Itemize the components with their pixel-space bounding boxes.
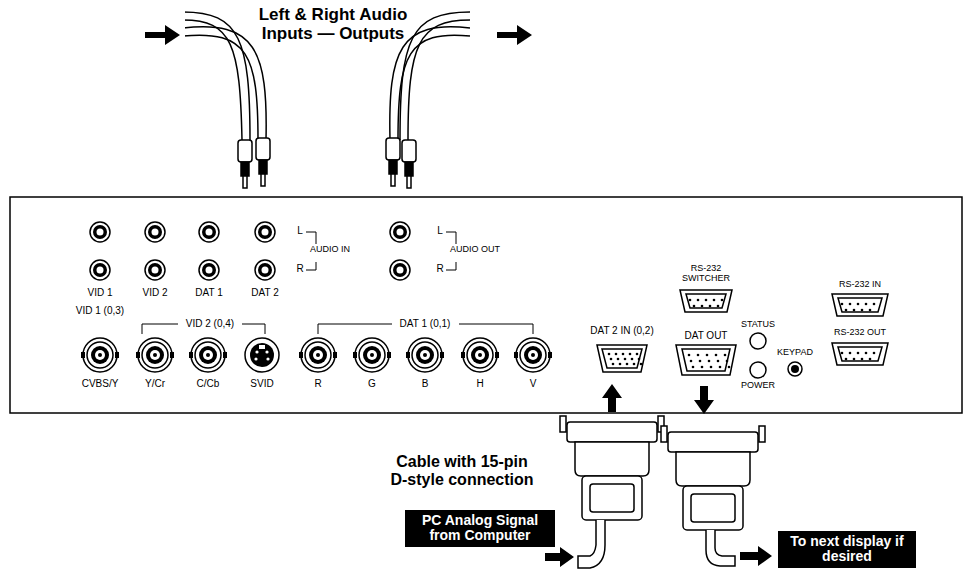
connector-label: DAT OUT (685, 330, 728, 341)
pin-hole (708, 360, 711, 363)
connector-label: KEYPAD (777, 348, 813, 358)
connector-label: AUDIO IN (310, 245, 350, 255)
pin-hole (841, 303, 844, 306)
pin-hole (726, 360, 729, 363)
pin-hole (631, 358, 634, 361)
pin-hole (869, 358, 872, 361)
pin-hole (728, 366, 731, 369)
connector-label: H (476, 378, 483, 389)
pin-hole (857, 352, 860, 355)
pin-hole (610, 358, 613, 361)
connector-label: G (368, 378, 376, 389)
pin-hole (857, 303, 860, 306)
pin-hole (690, 360, 693, 363)
connector-label: VID 1 (87, 287, 112, 298)
connector-label: B (422, 378, 429, 389)
pin-hole (865, 303, 868, 306)
connector-label: V (530, 378, 537, 389)
pin-hole (853, 358, 856, 361)
connector-label: R (314, 378, 321, 389)
pin-hole (689, 299, 692, 302)
pin-hole (713, 299, 716, 302)
pin-hole (710, 366, 713, 369)
pin-hole (849, 303, 852, 306)
pin-hole (849, 352, 852, 355)
connector-label: L (297, 225, 303, 236)
connector-label: DAT 1 (195, 287, 222, 298)
connector-label: RS-232 OUT (834, 328, 886, 338)
connector-label: DAT 2 (251, 287, 278, 298)
pin-hole (865, 352, 868, 355)
pin-hole (721, 299, 724, 302)
connector-label: DAT 1 (0,1) (400, 318, 451, 329)
callout-text: Cable with 15-pin D-style connection (387, 453, 537, 488)
pin-hole (697, 354, 700, 357)
connector-label: RS-232 IN (839, 280, 881, 290)
pin-hole (715, 354, 718, 357)
pin-hole (841, 352, 844, 355)
connector-label: STATUS (741, 320, 775, 330)
pin-hole (636, 353, 639, 356)
connector-label: AUDIO OUT (450, 245, 500, 255)
pin-hole (619, 363, 622, 366)
pin-hole (699, 360, 702, 363)
pin-hole (861, 309, 864, 312)
connector-label: C/Cb (197, 378, 220, 389)
pin-hole (861, 358, 864, 361)
pin-hole (612, 363, 615, 366)
pin-hole (688, 354, 691, 357)
connector-label: CVBS/Y (82, 378, 119, 389)
pin-hole (845, 309, 848, 312)
pin-hole (626, 363, 629, 366)
pin-hole (706, 354, 709, 357)
pin-hole (705, 299, 708, 302)
pin-hole (693, 305, 696, 308)
connector-label: DAT 2 IN (0,2) (590, 325, 654, 336)
pin-hole (608, 353, 611, 356)
pin-hole (640, 363, 643, 366)
signal-box: To next display if desired (778, 531, 916, 568)
pin-hole (873, 303, 876, 306)
pin-hole (692, 366, 695, 369)
connector-label: L (437, 225, 443, 236)
pin-hole (717, 305, 720, 308)
connector-label: Y/Cr (145, 378, 165, 389)
pin-hole (719, 366, 722, 369)
connector-label: POWER (741, 381, 775, 391)
pin-hole (638, 358, 641, 361)
pin-hole (869, 309, 872, 312)
box-text: To next display if desired (785, 534, 909, 565)
connector-label: VID 1 (0,3) (76, 305, 124, 316)
connector-label: R (436, 263, 443, 274)
pin-hole (873, 352, 876, 355)
pin-hole (633, 363, 636, 366)
pin-hole (717, 360, 720, 363)
signal-box: PC Analog Signal from Computer (405, 510, 555, 547)
pin-hole (724, 354, 727, 357)
connector-label: VID 2 (0,4) (186, 318, 234, 329)
box-text: PC Analog Signal from Computer (412, 513, 548, 544)
pin-hole (622, 353, 625, 356)
pin-hole (853, 309, 856, 312)
pin-hole (617, 358, 620, 361)
pin-hole (615, 353, 618, 356)
pin-hole (624, 358, 627, 361)
connector-label: VID 2 (142, 287, 167, 298)
connector-label: RS-232 SWITCHER (671, 264, 741, 284)
connector-label: SVID (250, 378, 273, 389)
pin-hole (701, 366, 704, 369)
pin-hole (629, 353, 632, 356)
callout-text: Left & Right Audio Inputs — Outputs (238, 6, 428, 43)
pin-hole (845, 358, 848, 361)
pin-hole (701, 305, 704, 308)
pin-hole (709, 305, 712, 308)
pin-hole (697, 299, 700, 302)
connector-label: R (296, 263, 303, 274)
